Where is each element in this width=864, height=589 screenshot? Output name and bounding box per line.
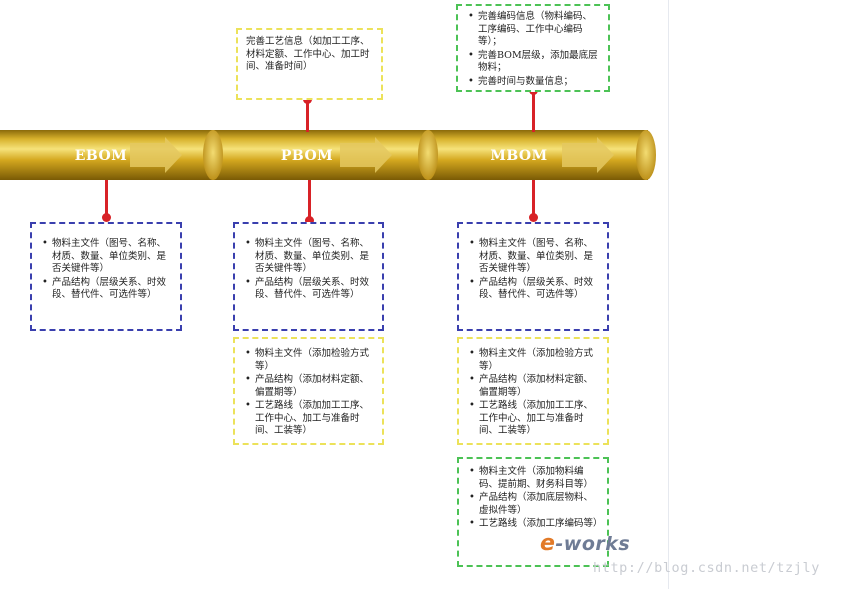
connector-ebom-bottom <box>105 180 108 220</box>
watermark-url: http://blog.csdn.net/tzjly <box>593 560 820 576</box>
list-item: 物料主文件（图号、名称、材质、数量、单位类别、是否关键件等） <box>245 238 374 276</box>
list-item: 物料主文件（图号、名称、材质、数量、单位类别、是否关键件等） <box>42 238 172 276</box>
connector-pbom-bottom <box>308 180 311 222</box>
list-item: 物料主文件（添加检验方式等） <box>469 348 599 373</box>
mbom-manufacturing-additions-box: 物料主文件（添加物料编码、提前期、财务科目等） 产品结构（添加底层物料、虚拟件等… <box>457 457 609 567</box>
stage-label-ebom: EBOM <box>74 148 128 164</box>
pbom-attributes-box: 物料主文件（图号、名称、材质、数量、单位类别、是否关键件等） 产品结构（层级关系… <box>233 222 384 331</box>
pipe-segment-mbom <box>418 130 656 180</box>
list-item: 产品结构（添加材料定额、偏置期等） <box>245 374 374 399</box>
right-edge-line <box>668 0 669 589</box>
e-works-logo: e-works <box>540 531 631 556</box>
list-item: 工艺路线（添加工序编码等） <box>469 518 603 531</box>
list-item: 产品结构（添加底层物料、虚拟件等） <box>469 492 599 517</box>
pipe-segment-ebom <box>0 130 225 180</box>
list-item: 工艺路线（添加加工工序、工作中心、加工与准备时间、工装等） <box>469 400 599 438</box>
connector-pbom-top <box>306 100 309 132</box>
mbom-process-additions-box: 物料主文件（添加检验方式等） 产品结构（添加材料定额、偏置期等） 工艺路线（添加… <box>457 337 609 445</box>
stage-label-pbom: PBOM <box>280 148 334 164</box>
list-item: 产品结构（层级关系、时效段、替代件、可选件等） <box>42 277 172 302</box>
connector-dot-mbom-bottom <box>529 213 538 222</box>
stage-label-mbom: MBOM <box>490 148 548 164</box>
list-item: 产品结构（层级关系、时效段、替代件、可选件等） <box>469 277 599 302</box>
list-item: 物料主文件（添加物料编码、提前期、财务科目等） <box>469 466 599 491</box>
pbom-additions-box: 物料主文件（添加检验方式等） 产品结构（添加材料定额、偏置期等） 工艺路线（添加… <box>233 337 384 445</box>
ebom-attributes-box: 物料主文件（图号、名称、材质、数量、单位类别、是否关键件等） 产品结构（层级关系… <box>30 222 182 331</box>
connector-mbom-top <box>532 91 535 132</box>
list-item: 产品结构（添加材料定额、偏置期等） <box>469 374 599 399</box>
list-item: 物料主文件（添加检验方式等） <box>245 348 374 373</box>
connector-mbom-bottom <box>532 180 535 220</box>
connector-dot-ebom-bottom <box>102 213 111 222</box>
list-item: 完善时间与数量信息； <box>468 76 600 89</box>
pbom-process-info-text: 完善工艺信息（如加工工序、材料定额、工作中心、加工时间、准备时间） <box>246 36 370 72</box>
connector-dot-pbom-bottom <box>305 216 314 225</box>
list-item: 完善BOM层级，添加最底层物料； <box>468 50 600 75</box>
list-item: 产品结构（层级关系、时效段、替代件、可选件等） <box>245 277 374 302</box>
list-item: 物料主文件（图号、名称、材质、数量、单位类别、是否关键件等） <box>469 238 599 276</box>
pbom-process-info-box: 完善工艺信息（如加工工序、材料定额、工作中心、加工时间、准备时间） <box>236 28 383 100</box>
list-item: 完善编码信息（物料编码、工序编码、工作中心编码等）； <box>468 11 600 49</box>
list-item: 工艺路线（添加加工工序、工作中心、加工与准备时间、工装等） <box>245 400 374 438</box>
mbom-improvement-box: 完善编码信息（物料编码、工序编码、工作中心编码等）； 完善BOM层级，添加最底层… <box>456 4 610 92</box>
mbom-attributes-box: 物料主文件（图号、名称、材质、数量、单位类别、是否关键件等） 产品结构（层级关系… <box>457 222 609 331</box>
